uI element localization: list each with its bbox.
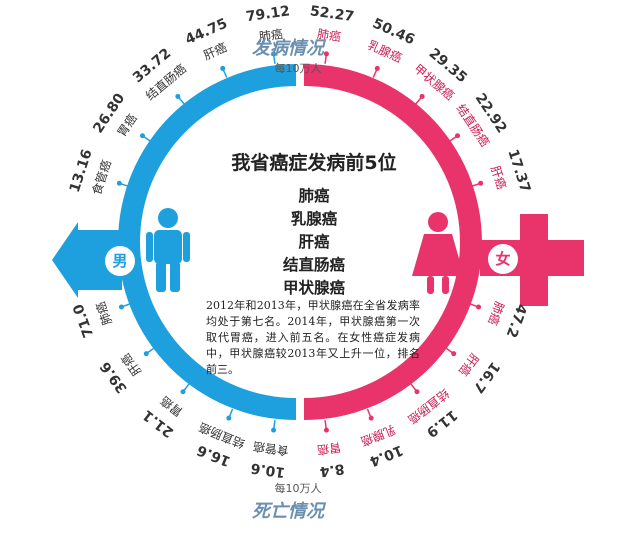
female-death-leader xyxy=(324,420,327,429)
female-label: 女 xyxy=(488,244,518,274)
female-death-dot xyxy=(451,351,457,357)
male-incidence-name: 肺癌 xyxy=(258,26,284,44)
cross-icon xyxy=(480,214,584,306)
male-death-leader xyxy=(228,408,234,417)
female-incidence-name: 肝癌 xyxy=(488,164,510,191)
female-incidence-dot xyxy=(455,133,461,139)
male-death-name: 食管癌 xyxy=(252,439,290,459)
male-incidence-dot xyxy=(175,93,181,99)
male-death-name: 肺癌 xyxy=(92,300,114,328)
male-incidence-dot xyxy=(220,65,226,71)
female-death-leader xyxy=(468,302,477,308)
male-figure-icon xyxy=(146,208,190,292)
male-incidence-name: 食管癌 xyxy=(89,158,114,197)
female-death-dot xyxy=(323,427,329,433)
incidence-unit: 每10万人 xyxy=(274,62,322,75)
death-unit: 每10万人 xyxy=(274,482,322,495)
female-death-value: 8.4 xyxy=(318,460,345,479)
female-death-leader xyxy=(445,347,453,354)
male-death-dot xyxy=(180,389,186,395)
rank-item: 结直肠癌 xyxy=(282,256,345,274)
male-death-leader xyxy=(183,383,190,391)
male-death-dot xyxy=(226,415,232,421)
female-death-leader xyxy=(410,383,417,391)
male-death-dot xyxy=(271,427,277,433)
female-half-ring xyxy=(304,64,482,420)
female-incidence-leader xyxy=(372,69,378,78)
male-death-leader xyxy=(123,302,132,308)
leader-lines xyxy=(116,51,484,433)
rank-item: 肺癌 xyxy=(298,187,330,205)
female-incidence-dot xyxy=(478,180,484,186)
female-death-value: 47.2 xyxy=(503,302,530,340)
male-incidence-dot xyxy=(271,51,277,57)
female-incidence-leader xyxy=(324,55,327,64)
male-incidence-leader xyxy=(273,55,276,64)
rank-item: 甲状腺癌 xyxy=(282,279,345,297)
male-death-leader xyxy=(147,347,155,354)
female-incidence-leader xyxy=(470,183,480,188)
male-incidence-leader xyxy=(178,97,185,105)
rank-item: 乳腺癌 xyxy=(290,210,338,228)
female-incidence-dot xyxy=(419,93,425,99)
female-death-dot xyxy=(368,415,374,421)
rank-item: 肝癌 xyxy=(298,233,330,251)
female-incidence-name: 肺癌 xyxy=(316,26,342,44)
male-death-value: 10.6 xyxy=(250,459,286,480)
male-label: 男 xyxy=(105,246,135,276)
female-death-name: 肺癌 xyxy=(485,300,507,328)
female-death-dot xyxy=(476,304,482,310)
male-incidence-value: 79.12 xyxy=(245,3,291,25)
male-incidence-dot xyxy=(116,180,122,186)
male-death-dot xyxy=(118,304,124,310)
female-incidence-leader xyxy=(448,136,457,142)
male-incidence-leader xyxy=(222,69,228,78)
incidence-heading: 发病情况 xyxy=(252,38,324,59)
male-half-ring xyxy=(118,64,296,420)
male-death-leader xyxy=(273,420,276,429)
left-arrow-icon xyxy=(52,222,122,298)
male-death-dot xyxy=(143,351,149,357)
female-death-dot xyxy=(414,389,420,395)
female-incidence-value: 17.37 xyxy=(504,147,533,194)
female-incidence-dot xyxy=(323,51,329,57)
female-death-leader xyxy=(366,408,372,417)
male-death-value: 71.0 xyxy=(70,301,97,339)
female-incidence-value: 52.27 xyxy=(309,3,355,25)
female-incidence-leader xyxy=(415,97,422,105)
male-incidence-leader xyxy=(143,136,152,142)
female-incidence-dot xyxy=(374,65,380,71)
male-incidence-dot xyxy=(139,133,145,139)
explanatory-note: 2012年和2013年，甲状腺癌在全省发病率均处于第七名。2014年，甲状腺癌第… xyxy=(206,299,420,376)
male-incidence-leader xyxy=(120,183,130,188)
center-title: 我省癌症发病前5位 xyxy=(231,152,397,174)
female-figure-icon xyxy=(412,212,464,294)
female-death-name: 胃癌 xyxy=(316,440,342,458)
death-heading: 死亡情况 xyxy=(252,501,324,522)
